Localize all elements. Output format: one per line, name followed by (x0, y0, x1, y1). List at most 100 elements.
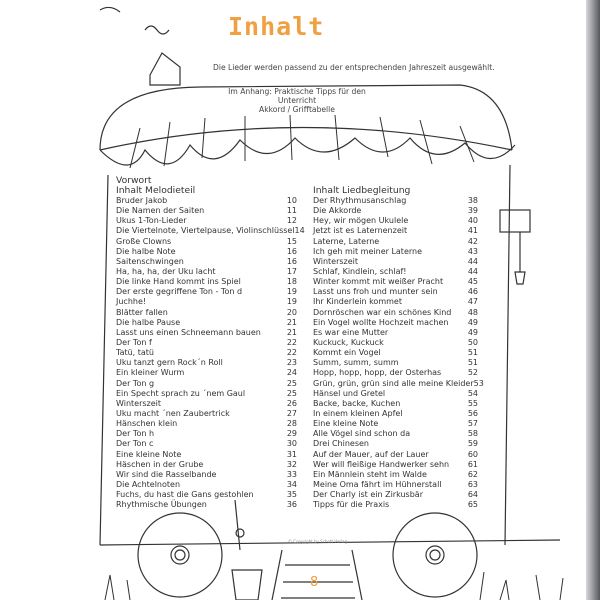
toc-entry-page: 39 (467, 206, 478, 216)
toc-accompaniment-section: Inhalt Liedbegleitung Der Rhythmusanschl… (313, 185, 484, 510)
toc-entry: Ihr Kinderlein kommet 47 (313, 297, 478, 307)
toc-entry-page: 42 (467, 236, 478, 246)
toc-entry-title: Ein Männlein steht im Walde (313, 469, 427, 479)
toc-entry-title: Ein Vogel wollte Hochzeit machen (313, 317, 449, 327)
intro-text: Die Lieder werden passend zu der entspre… (213, 63, 495, 72)
toc-entry-page: 52 (467, 368, 478, 378)
toc-entry-title: Hopp, hopp, hopp, der Osterhas (313, 368, 442, 378)
toc-entry-title: Die halbe Pause (116, 317, 181, 327)
toc-entry-title: Eine kleine Note (116, 449, 182, 459)
toc-entry-title: Der Ton f (116, 337, 152, 347)
toc-entry-page: 27 (286, 408, 297, 418)
toc-entry-page: 31 (286, 449, 297, 459)
toc-entry-page: 22 (286, 337, 297, 347)
preface-link: Vorwort (116, 175, 152, 186)
toc-entry-title: In einem kleinen Apfel (313, 408, 403, 418)
toc-entry-title: Der Ton h (116, 429, 155, 439)
toc-entry: Summ, summ, summ 51 (313, 358, 478, 368)
toc-entry: Schlaf, Kindlein, schlaf!44 (313, 267, 478, 277)
toc-entry-title: Der Charly ist ein Zirkusbär (313, 490, 423, 500)
copyright-notice: © Copyright by Schott Verlag (288, 539, 348, 544)
toc-entry: Die linke Hand kommt ins Spiel 18 (116, 277, 297, 287)
smoke-icon (144, 25, 170, 35)
toc-entry-title: Hänschen klein (116, 419, 178, 429)
section-heading: Inhalt Liedbegleitung (313, 185, 411, 196)
wagon-roof (99, 84, 513, 151)
wagon-walls (99, 164, 511, 546)
toc-entry-page: 56 (467, 408, 478, 418)
page-edge-shadow (586, 0, 600, 600)
toc-entry-title: Tipps für die Praxis (313, 500, 390, 510)
toc-entry-title: Tatü, tatü (116, 348, 155, 358)
toc-entry-title: Blätter fallen (116, 307, 168, 317)
toc-entry-page: 30 (286, 439, 297, 449)
toc-entry-page: 16 (286, 246, 297, 256)
toc-entry: Hey, wir mögen Ukulele 40 (313, 216, 478, 226)
toc-entry-title: Fuchs, du hast die Gans gestohlen (116, 490, 254, 500)
toc-entry: Die Viertelnote, Viertelpause, Violinsch… (116, 226, 305, 236)
toc-entry-title: Uku tanzt gern Rock´n Roll (116, 358, 223, 368)
toc-entry: Tatü, tatü 22 (116, 348, 297, 358)
toc-entry-title: Ha, ha, ha, der Uku lacht (116, 266, 216, 276)
toc-entry-title: Hey, wir mögen Ukulele (313, 216, 409, 226)
toc-entry-page: 51 (467, 358, 478, 368)
section-heading: Inhalt Melodieteil (116, 185, 196, 196)
toc-entry-page: 51 (467, 348, 478, 358)
toc-entry-page: 49 (467, 327, 478, 337)
toc-entry-page: 23 (286, 358, 297, 368)
toc-entry-title: Hänsel und Gretel (313, 388, 386, 398)
toc-entry-page: 50 (467, 337, 478, 347)
toc-entry-title: Der erste gegriffene Ton - Ton d (116, 287, 243, 297)
toc-entry-title: Eine kleine Note (313, 419, 379, 429)
toc-entry-page: 22 (286, 348, 297, 358)
toc-entry-page: 14 (294, 226, 305, 236)
toc-entry-page: 11 (286, 206, 297, 216)
toc-entry-page: 19 (286, 287, 297, 297)
toc-entry-page: 25 (286, 388, 297, 398)
toc-entry-page: 40 (467, 216, 478, 226)
page-title: Inhalt (228, 12, 325, 41)
toc-entry-page: 18 (286, 277, 297, 287)
toc-entry-title: Der Ton g (116, 378, 155, 388)
appendix-note: Im Anhang: Praktische Tipps für den Unte… (213, 87, 381, 114)
toc-entry-page: 46 (467, 287, 478, 297)
toc-entry-page: 47 (467, 297, 478, 307)
toc-entry-title: Kommt ein Vogel (313, 348, 381, 358)
toc-entry-page: 21 (286, 317, 297, 327)
toc-entry-page: 43 (467, 246, 478, 256)
toc-entry-title: Die linke Hand kommt ins Spiel (116, 277, 241, 287)
toc-entry-page: 32 (286, 459, 297, 469)
toc-entry-title: Schlaf, Kindlein, schlaf! (313, 266, 407, 276)
toc-entry-title: Der Ton c (116, 439, 154, 449)
house-icon (149, 52, 181, 86)
toc-entry-page: 58 (467, 429, 478, 439)
toc-entry-title: Summ, summ, summ (313, 358, 399, 368)
ladder-icon (271, 549, 363, 600)
toc-entry-title: Ihr Kinderlein kommet (313, 297, 402, 307)
toc-entry-page: 64 (467, 490, 478, 500)
toc-entry-page: 54 (467, 388, 478, 398)
